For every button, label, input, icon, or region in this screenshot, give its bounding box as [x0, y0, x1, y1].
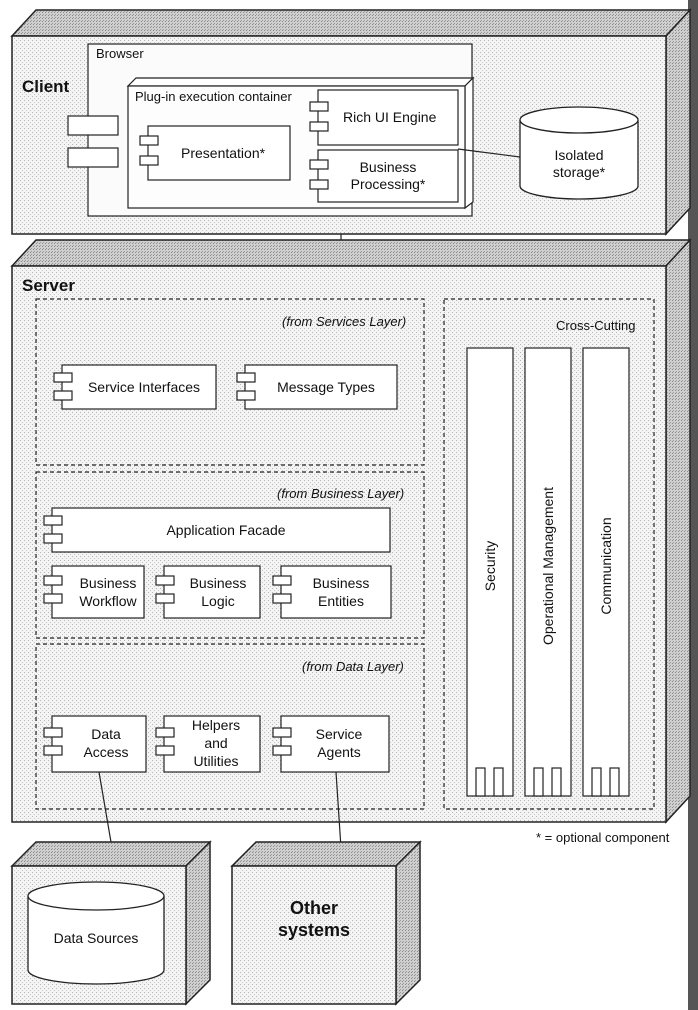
data-access-label-1: Data: [91, 726, 121, 742]
data-access-link: [98, 771, 113, 849]
service-interfaces-component: [53, 364, 217, 410]
isolated-storage-label-1: Isolated: [554, 147, 604, 163]
business-entities-label-1: Business: [312, 575, 370, 591]
browser-label: Browser: [96, 46, 144, 61]
communication-label: Communication: [598, 517, 614, 615]
service-agents-link: [335, 771, 342, 849]
service-agents-component: [272, 715, 390, 773]
security-component: [466, 347, 514, 797]
service-interfaces-label: Service Interfaces: [87, 379, 201, 395]
services-layer-package: [35, 298, 425, 466]
data-sources-cylinder: [27, 881, 165, 985]
operational-management-label: Operational Management: [540, 487, 556, 645]
business-workflow-label-2: Workflow: [79, 593, 137, 609]
data-layer-label: (from Data Layer): [302, 659, 404, 674]
application-facade-component: [43, 507, 391, 553]
operational-management-component: [524, 347, 572, 797]
data-layer-package: [35, 643, 425, 810]
business-processing-label-2: Processing*: [350, 176, 426, 192]
helpers-utilities-component: [155, 715, 261, 773]
data-sources-label: Data Sources: [53, 930, 139, 946]
browser-port-top: [67, 115, 119, 136]
presentation-label: Presentation*: [181, 145, 266, 161]
cross-cutting-package: [443, 298, 655, 810]
business-workflow-label-1: Business: [79, 575, 137, 591]
other-systems-node: [230, 840, 422, 1006]
cross-cutting-label: Cross-Cutting: [556, 318, 636, 333]
presentation-component: [139, 125, 291, 181]
message-types-component: [236, 364, 398, 410]
business-workflow-component: [43, 565, 145, 619]
rich-ui-engine-label: Rich UI Engine: [343, 109, 437, 125]
business-logic-label-2: Logic: [201, 593, 235, 609]
isolated-storage-label-2: storage*: [552, 164, 606, 180]
other-systems-label-1: Other: [289, 898, 338, 918]
business-layer-package: [35, 471, 425, 639]
services-layer-label: (from Services Layer): [282, 314, 407, 329]
server-label: Server: [22, 276, 75, 295]
business-processing-label-1: Business: [359, 159, 417, 175]
rich-ui-engine-component: [309, 89, 459, 146]
isolated-storage-cylinder: [519, 106, 639, 200]
application-facade-label: Application Facade: [166, 522, 286, 538]
business-logic-component: [155, 565, 261, 619]
business-entities-component: [272, 565, 392, 619]
helpers-label-2: and: [204, 735, 228, 751]
browser-port-bottom: [67, 147, 119, 168]
business-logic-label-1: Business: [189, 575, 247, 591]
data-access-label-2: Access: [83, 744, 129, 760]
communication-component: [582, 347, 630, 797]
storage-connector: [457, 148, 521, 158]
security-label: Security: [482, 540, 498, 592]
business-layer-label: (from Business Layer): [277, 486, 405, 501]
client-label: Client: [22, 77, 70, 96]
business-processing-component: [309, 149, 459, 203]
page-edge-shadow: [688, 0, 698, 1010]
business-entities-label-2: Entities: [318, 593, 364, 609]
helpers-label-3: Utilities: [193, 753, 239, 769]
plugin-container-label: Plug-in execution container: [135, 89, 292, 104]
helpers-label-1: Helpers: [191, 717, 241, 733]
optional-legend: * = optional component: [536, 830, 670, 845]
message-types-label: Message Types: [277, 379, 375, 395]
other-systems-label-2: systems: [277, 920, 351, 940]
service-agents-label-2: Agents: [317, 744, 361, 760]
service-agents-label-1: Service: [315, 726, 363, 742]
